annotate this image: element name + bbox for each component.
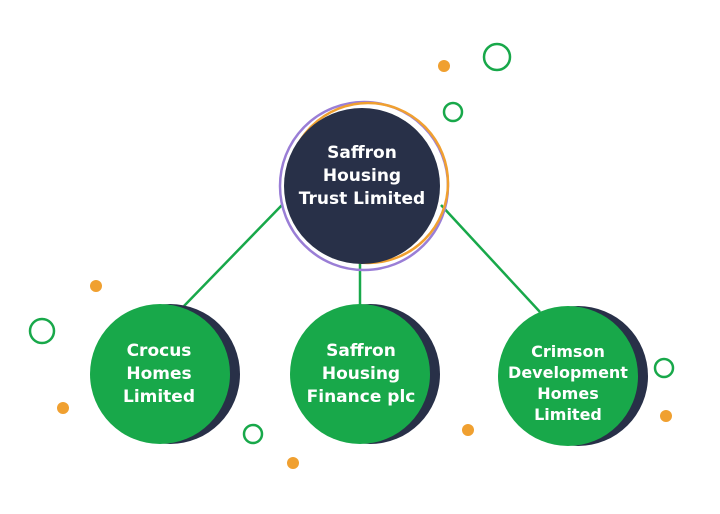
- child-node-crimson: [498, 306, 638, 446]
- orange-dot: [462, 424, 474, 436]
- green-ring: [28, 317, 56, 345]
- child-node-label-crocus: Crocus Homes Limited: [122, 340, 196, 407]
- child-node-label-finance: Saffron Housing Finance plc: [306, 340, 416, 407]
- decorations: [28, 42, 675, 469]
- child-node-finance: [290, 304, 430, 444]
- orange-dot: [90, 280, 102, 292]
- connector-line-0: [183, 204, 283, 307]
- green-ring: [653, 357, 675, 379]
- green-ring: [482, 42, 512, 72]
- child-node-label-crimson: Crimson Development Homes Limited: [508, 342, 628, 424]
- orange-dot: [287, 457, 299, 469]
- nodes: [90, 100, 648, 446]
- parent-node: [284, 108, 440, 264]
- green-ring: [442, 101, 464, 123]
- orange-dot: [660, 410, 672, 422]
- connector-line-2: [440, 204, 541, 313]
- child-node-crocus: [90, 304, 230, 444]
- orange-dot: [57, 402, 69, 414]
- green-ring: [242, 423, 264, 445]
- parent-node-label: Saffron Housing Trust Limited: [298, 142, 426, 209]
- orange-dot: [438, 60, 450, 72]
